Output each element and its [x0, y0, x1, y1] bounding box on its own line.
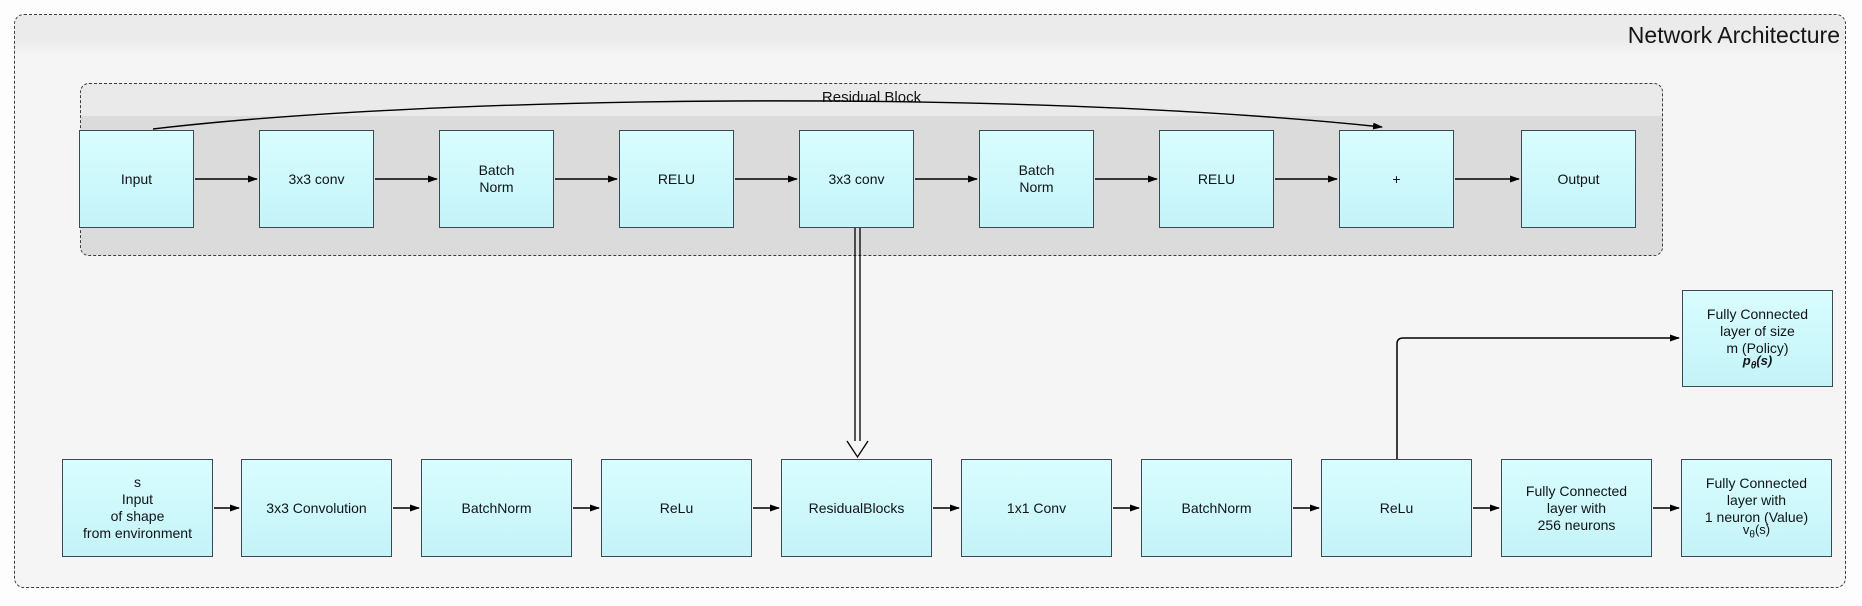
- flow-node-residualblocks: ResidualBlocks: [781, 459, 932, 557]
- fc-value-label: Fully Connected layer with 1 neuron (Val…: [1704, 475, 1809, 526]
- rb-node-output: Output: [1521, 130, 1636, 228]
- flow-node-3x3-conv: 3x3 Convolution: [241, 459, 392, 557]
- rb-node-batchnorm1: Batch Norm: [439, 130, 554, 228]
- flow-node-fc-value: Fully Connected layer with 1 neuron (Val…: [1681, 459, 1832, 557]
- rb-node-relu2: RELU: [1159, 130, 1274, 228]
- policy-formula: pθ(s): [1742, 352, 1773, 372]
- rb-node-conv2: 3x3 conv: [799, 130, 914, 228]
- flow-node-fc-policy: Fully Connected layer of size m (Policy)…: [1682, 290, 1833, 387]
- flow-node-state-input: s Input of shape from environment: [62, 459, 213, 557]
- flow-node-1x1-conv: 1x1 Conv: [961, 459, 1112, 557]
- flow-node-batchnorm2: BatchNorm: [1141, 459, 1292, 557]
- fc-policy-label: Fully Connected layer of size m (Policy): [1706, 305, 1809, 356]
- rb-node-input: Input: [79, 130, 194, 228]
- network-architecture-header: Network Architecture: [15, 15, 1845, 57]
- rb-node-batchnorm2: Batch Norm: [979, 130, 1094, 228]
- rb-node-relu1: RELU: [619, 130, 734, 228]
- flow-node-relu1: ReLu: [601, 459, 752, 557]
- flow-node-fc256: Fully Connected layer with 256 neurons: [1501, 459, 1652, 557]
- diagram-title: Network Architecture: [1627, 22, 1840, 48]
- residual-block-title: Residual Block: [821, 89, 922, 106]
- flow-node-batchnorm1: BatchNorm: [421, 459, 572, 557]
- rb-node-add: +: [1339, 130, 1454, 228]
- rb-node-conv1: 3x3 conv: [259, 130, 374, 228]
- value-formula: vθ(s): [1742, 522, 1771, 541]
- flow-node-relu2: ReLu: [1321, 459, 1472, 557]
